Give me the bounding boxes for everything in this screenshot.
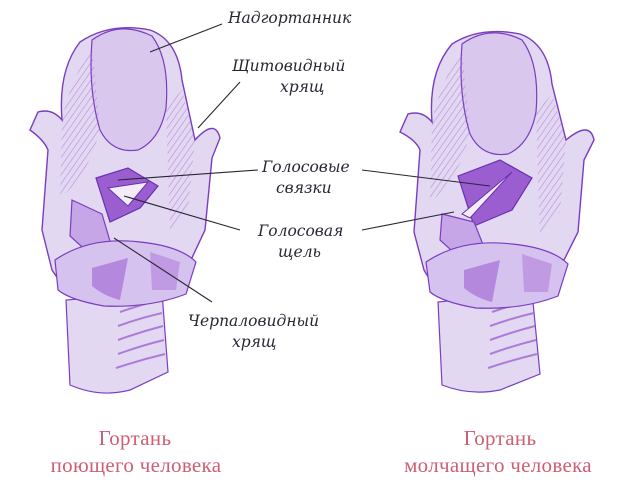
epiglottis-shape-right <box>461 33 537 155</box>
label-vocal-cords-line2: связки <box>276 179 332 197</box>
caption-right-line1: Гортань <box>425 425 575 452</box>
larynx-singing <box>30 28 220 393</box>
label-thyroid-line2: хрящ <box>280 78 324 96</box>
label-vocal-cords-line1: Голосовые <box>262 158 350 176</box>
label-arytenoid-line2: хрящ <box>232 333 276 351</box>
caption-right-line2: молчащего человека <box>364 452 632 479</box>
larynx-silent <box>400 32 594 393</box>
label-arytenoid-line1: Черпаловидный <box>188 312 319 330</box>
label-glottis-line1: Голосовая <box>258 222 343 240</box>
leader-thyroid <box>198 82 240 128</box>
label-thyroid-line1: Щитовидный <box>232 57 345 75</box>
caption-left-line2: поющего человека <box>6 452 266 479</box>
epiglottis-shape-left <box>91 29 167 151</box>
label-epiglottis: Надгортанник <box>228 9 351 27</box>
label-glottis-line2: щель <box>278 243 321 261</box>
caption-left-line1: Гортань <box>60 425 210 452</box>
